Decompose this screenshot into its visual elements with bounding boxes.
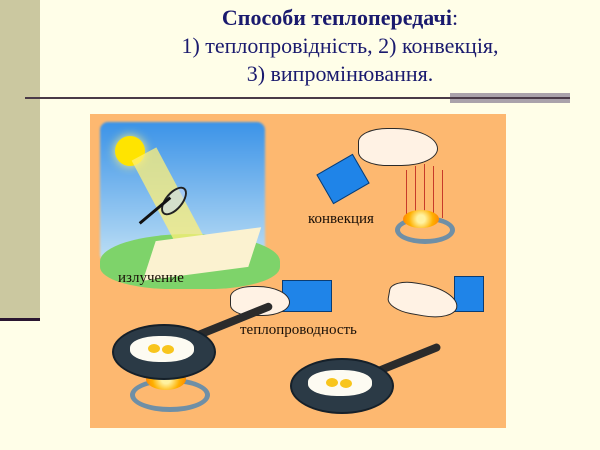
heat-transfer-illustration: излучение конвекция теплопроводность xyxy=(90,114,506,428)
heat-arrow xyxy=(424,164,425,218)
heat-arrow xyxy=(433,166,434,218)
label-radiation: излучение xyxy=(118,270,184,286)
sleeve-right xyxy=(454,276,484,312)
sleeve-left xyxy=(282,280,332,312)
yolk xyxy=(326,378,338,387)
label-convection: конвекция xyxy=(308,211,374,227)
flame-icon xyxy=(403,210,439,228)
hand-icon-left xyxy=(230,286,290,316)
yolk xyxy=(162,345,174,354)
slide-title: Способи теплопередачі: 1) теплопровідніс… xyxy=(100,4,580,88)
title-divider-accent xyxy=(450,93,570,103)
title-line-2: 1) теплопровідність, 2) конвекція, xyxy=(181,33,499,58)
label-conduction: теплопроводность xyxy=(240,322,357,338)
hand-icon-right xyxy=(385,278,461,322)
title-divider xyxy=(25,97,570,99)
left-decorative-line xyxy=(0,318,40,321)
heat-arrow xyxy=(415,166,416,218)
title-heading: Способи теплопередачі xyxy=(221,5,452,30)
title-colon: : xyxy=(451,5,459,30)
yolk xyxy=(340,379,352,388)
left-decorative-bar xyxy=(0,0,40,318)
title-line-3: 3) випромінювання. xyxy=(246,61,434,86)
sleeve-convection xyxy=(316,153,370,205)
heat-arrow xyxy=(442,170,443,218)
hand-icon-convection xyxy=(358,128,438,166)
yolk xyxy=(148,344,160,353)
heat-arrow xyxy=(406,170,407,218)
